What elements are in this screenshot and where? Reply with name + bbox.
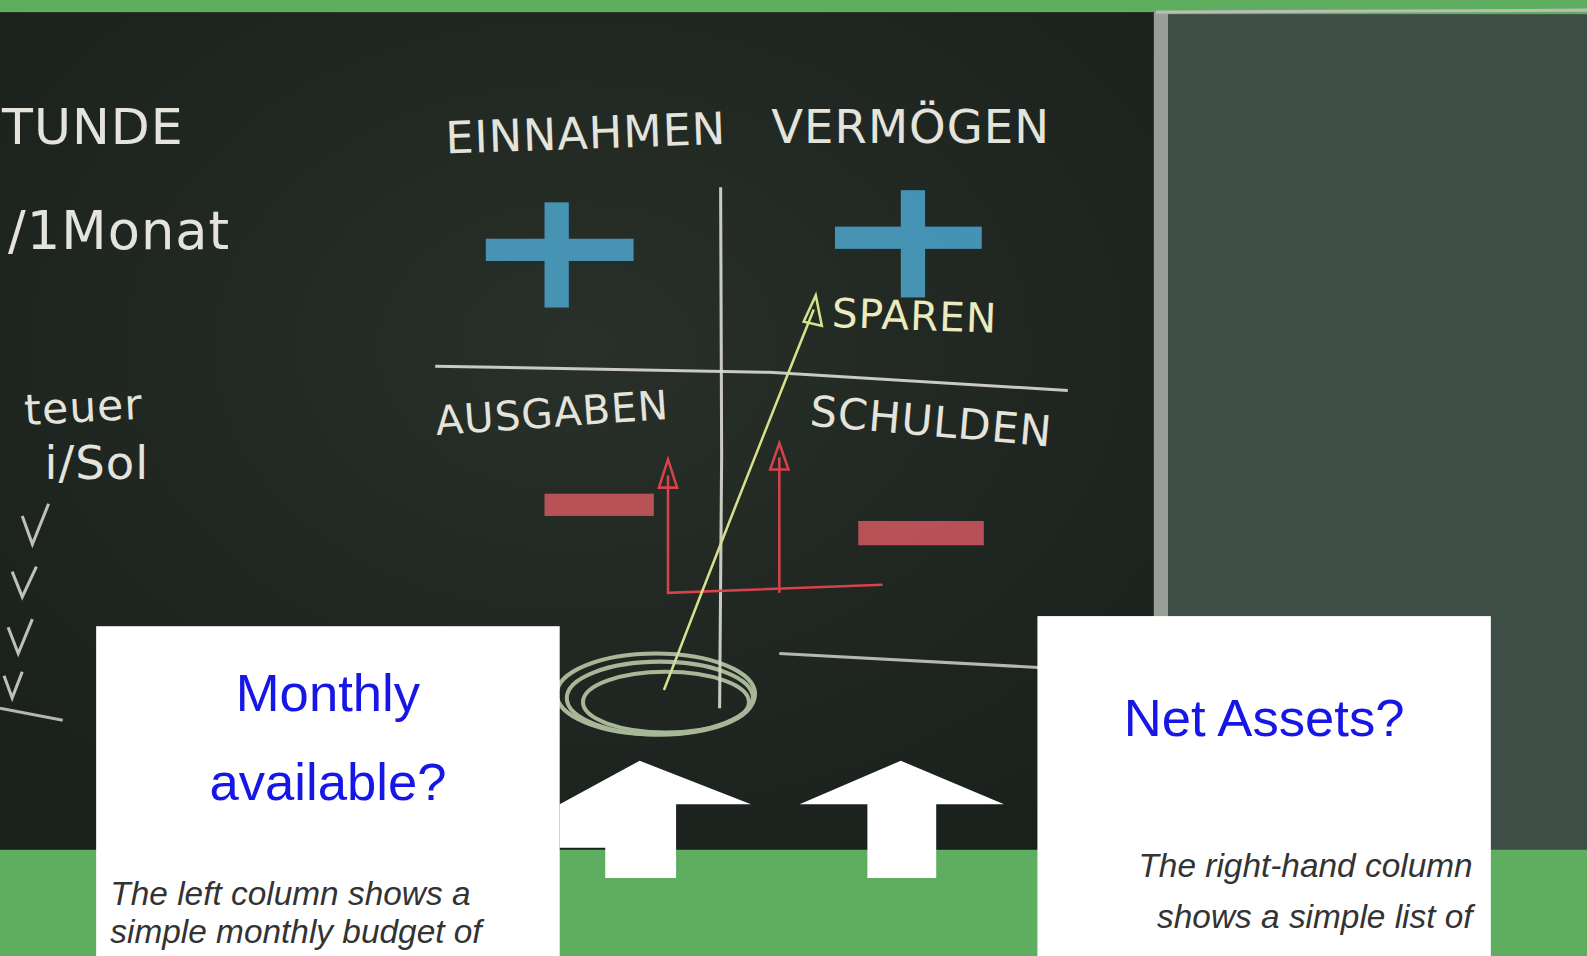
quadrant-heading: VERMÖGEN (771, 101, 1050, 152)
check-marks (4, 504, 49, 698)
callout-box: Monthly available? The left column shows … (96, 626, 560, 956)
chalk-horizontal-line (435, 366, 1068, 390)
chalk-loop (557, 654, 755, 735)
plus-sign (835, 190, 982, 297)
plus-sign (486, 202, 634, 307)
red-chalk-arrow (659, 443, 883, 593)
quadrant-heading: EINNAHMEN (445, 104, 727, 163)
minus-sign (858, 521, 984, 545)
arrow-label: SPAREN (831, 291, 998, 341)
chalk-word: /1Monat (8, 202, 230, 260)
chalk-line (0, 708, 63, 720)
chalk-word: i/Sol (45, 437, 150, 488)
callout-heading: Net Assets? (1058, 685, 1471, 752)
pointer-arrow (560, 761, 751, 878)
board-edge (1156, 10, 1587, 12)
chalk-word: TUNDE (2, 99, 184, 155)
callout-text: The right-hand column shows a simple lis… (1068, 841, 1473, 942)
chalk-vertical-line (720, 187, 722, 708)
saving-arrow (664, 295, 822, 690)
pointer-arrow (800, 761, 1004, 878)
chalk-word: teuer (23, 381, 144, 434)
callout-box: Net Assets? The right-hand column shows a… (1037, 616, 1490, 956)
callout-heading: Monthly available? (137, 648, 520, 826)
minus-sign (545, 494, 654, 516)
callout-text: The left column shows a simple monthly b… (110, 875, 545, 950)
chalk-line (779, 654, 1042, 668)
